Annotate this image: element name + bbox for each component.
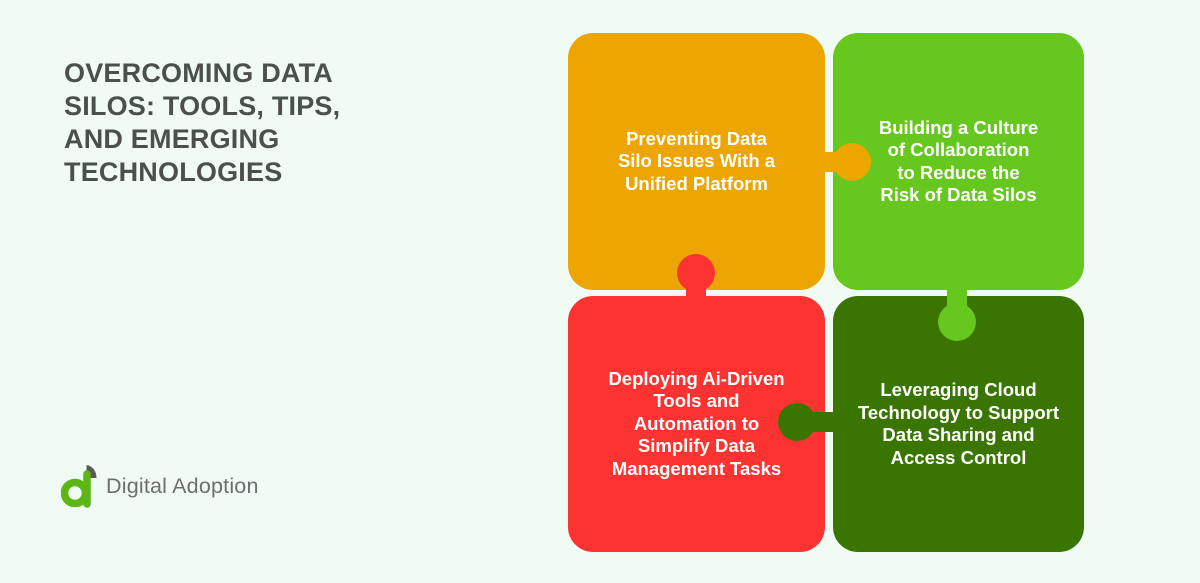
puzzle-connector-knob-up <box>677 254 715 292</box>
puzzle-connector-knob-right <box>833 143 871 181</box>
puzzle-piece-label: Preventing Data Silo Issues With a Unifi… <box>617 127 776 194</box>
brand-logo: Digital Adoption <box>61 464 259 509</box>
puzzle-piece-building-collaboration-culture: Building a Culture of Collaboration to R… <box>833 33 1084 290</box>
puzzle-piece-preventing-data-silo-issues: Preventing Data Silo Issues With a Unifi… <box>568 33 825 290</box>
puzzle-piece-label: Building a Culture of Collaboration to R… <box>878 116 1039 206</box>
brand-name: Digital Adoption <box>106 474 259 498</box>
puzzle-connector-knob-left <box>778 403 816 441</box>
page-title: OVERCOMING DATA SILOS: TOOLS, TIPS, AND … <box>64 58 341 187</box>
puzzle-piece-label: Leveraging Cloud Technology to Support D… <box>857 379 1060 468</box>
puzzle-connector-knob-down <box>938 303 976 341</box>
logo-a-bowl <box>61 478 90 508</box>
puzzle-grid: Preventing Data Silo Issues With a Unifi… <box>568 33 1084 552</box>
puzzle-piece-label: Deploying Ai-Driven Tools and Automation… <box>608 367 785 479</box>
digital-adoption-a-icon <box>61 465 97 508</box>
